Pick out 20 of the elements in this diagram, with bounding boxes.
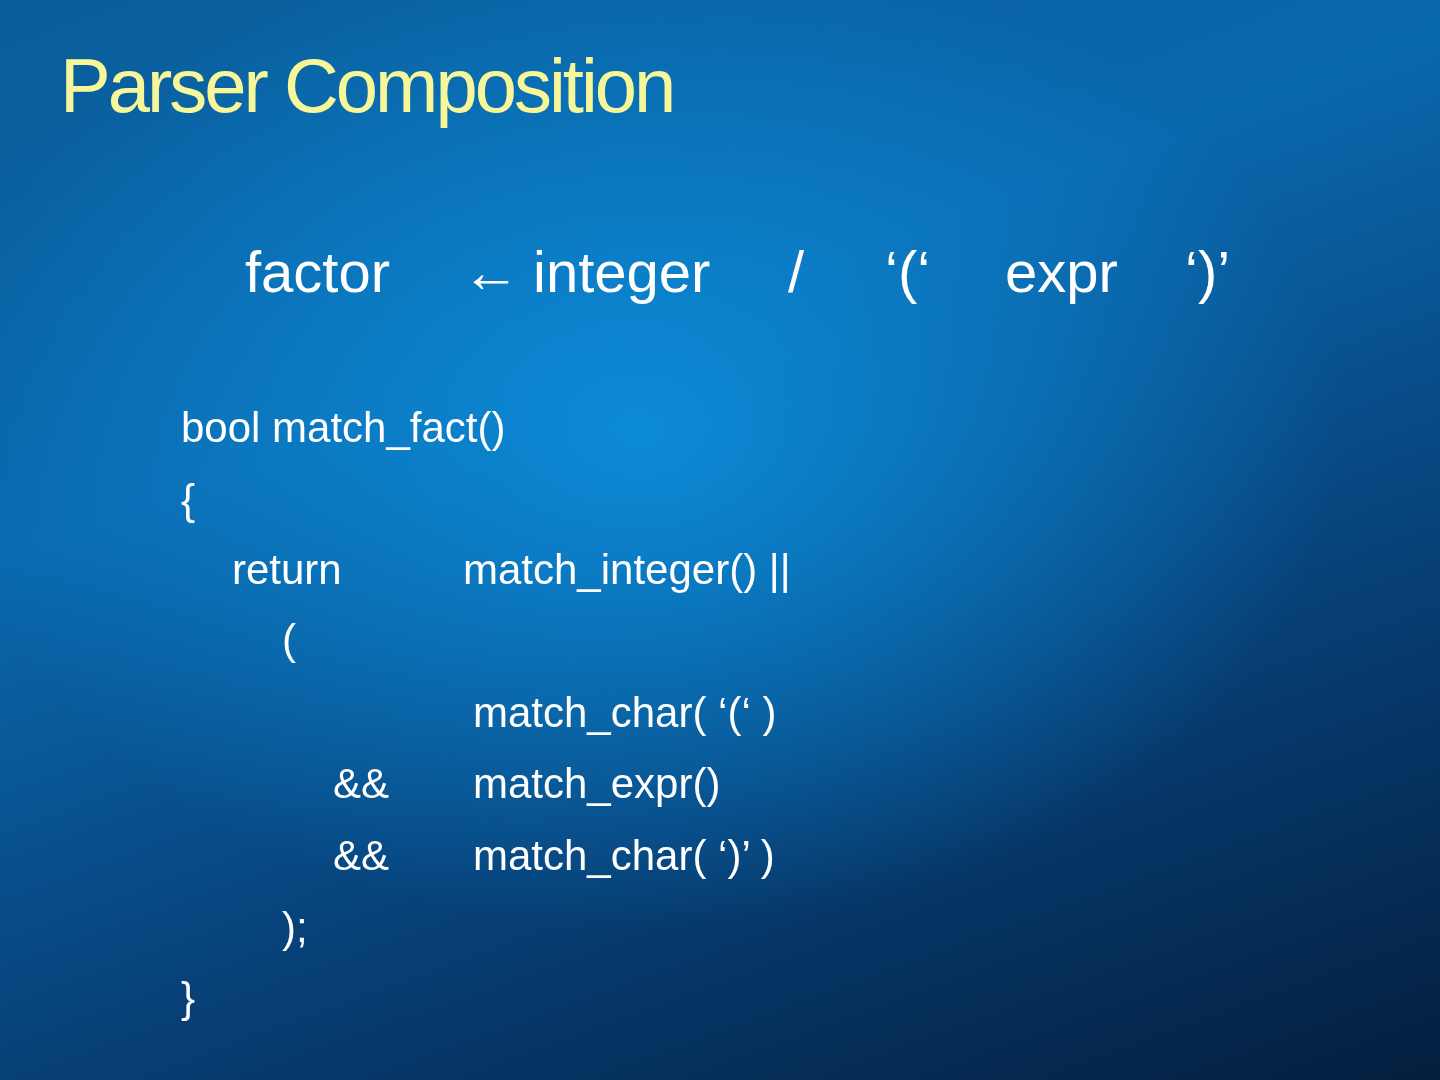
grammar-token: / [788,238,805,306]
code-line: ); [282,903,308,953]
code-line: match_integer() || [463,545,791,595]
code-line: match_expr() [473,759,721,809]
code-line: } [181,973,196,1023]
grammar-token: ‘)’ [1185,238,1231,306]
code-line: && [333,831,390,881]
code-line: match_char( ‘(‘ ) [473,688,777,738]
grammar-token: ← [462,238,520,306]
grammar-token: factor [245,238,391,306]
slide-title: Parser Composition [60,42,674,129]
code-line: && [333,759,390,809]
grammar-token: integer [533,238,711,306]
code-line: bool match_fact() [181,403,506,453]
grammar-token: expr [1005,238,1118,306]
code-line: { [181,475,196,525]
code-line: ( [282,615,296,665]
code-line: return [232,545,342,595]
code-line: match_char( ‘)’ ) [473,831,775,881]
grammar-token: ‘(‘ [885,238,931,306]
